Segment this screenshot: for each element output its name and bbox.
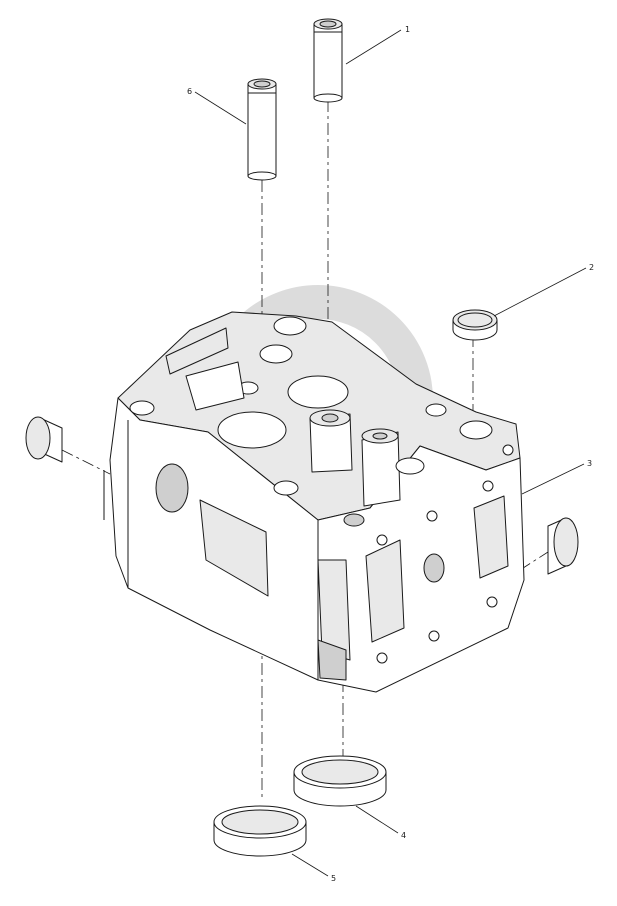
head-right-port-right <box>473 495 509 579</box>
part-valve-guide-long[interactable] <box>313 18 343 103</box>
head-top-hole-a <box>273 316 307 336</box>
head-top-rib <box>165 327 229 375</box>
head-top-hole-b <box>259 344 293 364</box>
part-valve-seat-ring-small[interactable] <box>213 805 307 857</box>
head-right-center-bore <box>423 553 445 583</box>
guide-long-bore <box>319 20 337 28</box>
part-plug-right[interactable] <box>547 517 579 575</box>
head-front-slot-dark <box>317 639 347 681</box>
part-valve-seat-ring-large[interactable] <box>293 755 387 807</box>
part-cylinder-head[interactable] <box>103 311 525 693</box>
centerline-plug-right <box>519 551 549 571</box>
guide-long-bottom <box>313 93 343 103</box>
callout-5[interactable]: 5 <box>331 874 336 883</box>
head-top-hole-g <box>395 457 425 475</box>
centerline-plug-left <box>61 449 111 475</box>
head-top-hole-left <box>129 400 155 416</box>
part-plug-top[interactable] <box>452 309 498 341</box>
guide-long-body <box>313 23 343 99</box>
callout-labels: 1 2 3 4 5 6 <box>187 25 594 883</box>
head-injector-bore <box>321 413 339 423</box>
guide-short-body <box>247 83 277 177</box>
leader-4 <box>355 805 399 834</box>
leader-5 <box>291 853 329 877</box>
callout-2[interactable]: 2 <box>589 263 594 272</box>
head-left-bore <box>155 463 189 513</box>
guide-short-bore <box>253 80 271 88</box>
head-bolt-hole-1 <box>376 534 388 546</box>
leader-1 <box>345 29 402 65</box>
head-top-valve-seat-2 <box>217 411 287 449</box>
head-top-hole-h <box>343 513 365 527</box>
head-bolt-hole-2 <box>426 510 438 522</box>
leader-6 <box>194 91 247 125</box>
plug-left-face <box>25 416 51 460</box>
callout-6[interactable]: 6 <box>187 87 192 96</box>
head-left-pocket <box>199 499 269 597</box>
head-right-port-left <box>365 539 405 643</box>
callout-3[interactable]: 3 <box>587 459 592 468</box>
head-bolt-hole-4 <box>376 652 388 664</box>
plug-right-face <box>553 517 579 567</box>
ring-large-inner <box>301 759 379 785</box>
head-top-valve-seat-1 <box>287 375 349 409</box>
callout-1[interactable]: 1 <box>405 25 410 34</box>
head-top-hole-d <box>273 480 299 496</box>
head-front-slot <box>317 559 351 661</box>
head-bolt-hole-3 <box>482 480 494 492</box>
leader-lines <box>194 29 587 877</box>
part-valve-guide-short[interactable] <box>247 78 277 181</box>
head-top-hole-f <box>459 420 493 440</box>
head-rocker-bore <box>372 432 388 440</box>
plug-top-rim <box>457 312 493 328</box>
head-top-boss <box>185 361 245 411</box>
ring-small-inner <box>221 809 299 835</box>
leader-2 <box>493 267 587 317</box>
head-bolt-hole-5 <box>428 630 440 642</box>
leader-3 <box>521 463 585 495</box>
head-bolt-hole-7 <box>502 444 514 456</box>
head-bolt-hole-6 <box>486 596 498 608</box>
callout-4[interactable]: 4 <box>401 831 406 840</box>
part-plug-left[interactable] <box>25 416 63 463</box>
head-top-hole-e <box>425 403 447 417</box>
guide-short-bottom <box>247 171 277 181</box>
